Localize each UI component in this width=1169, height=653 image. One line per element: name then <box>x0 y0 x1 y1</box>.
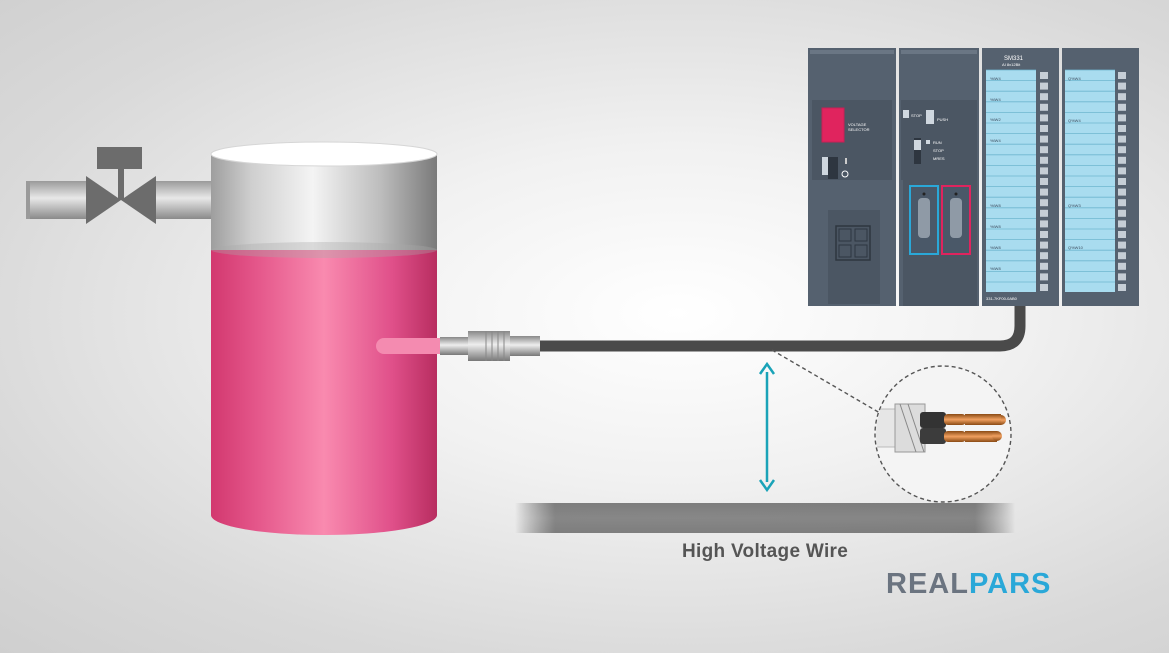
valve-icon <box>26 147 212 224</box>
status-led <box>1040 241 1048 249</box>
status-led <box>1040 252 1048 260</box>
status-led <box>1040 114 1048 122</box>
status-led <box>1040 262 1048 270</box>
status-led <box>1040 167 1048 175</box>
do-label-4: Q%W10 <box>1068 245 1084 250</box>
ai-module-subtitle: AI 8x12Bit <box>1002 62 1021 67</box>
status-led <box>1118 82 1126 90</box>
status-led <box>1118 262 1126 270</box>
plc-rack-icon: VOLTAGE SELECTOR STOP PUSH RUN <box>808 48 1139 306</box>
stop-label: STOP <box>911 113 922 118</box>
brand-part-1: REAL <box>886 568 969 600</box>
ai-channel-3: %IW2 <box>990 117 1001 122</box>
ai-channel-7: %IW8 <box>990 245 1001 250</box>
power-supply-module: VOLTAGE SELECTOR <box>808 48 896 306</box>
ai-part-number: 331-7KF00-0AB0 <box>986 296 1018 301</box>
status-led <box>1040 273 1048 281</box>
status-led <box>1118 72 1126 79</box>
status-led <box>1040 231 1048 238</box>
high-voltage-wire <box>515 503 1015 533</box>
ai-channel-4: %IW4 <box>990 138 1001 143</box>
status-led <box>1118 103 1126 111</box>
run-label: RUN <box>933 140 942 145</box>
ai-channel-1: %IW4 <box>990 76 1001 81</box>
ai-channel-6: %IW8 <box>990 224 1001 229</box>
signal-cable <box>540 302 1026 352</box>
do-label-3: Q%W3 <box>1068 203 1081 208</box>
status-led <box>1118 93 1126 101</box>
cable-cross-section-icon <box>771 349 1012 503</box>
voltage-label: VOLTAGE <box>848 122 867 127</box>
realpars-logo: REALPARS <box>886 568 1051 601</box>
status-led <box>1118 252 1126 260</box>
ai-channel-5: %IW8 <box>990 203 1001 208</box>
status-led <box>1118 273 1126 281</box>
digital-output-module: Q%W4 Q%W4 Q%W3 Q%W10 <box>1062 48 1139 306</box>
status-led <box>1040 103 1048 111</box>
ai-module-title: SM331 <box>1004 56 1024 62</box>
cpu-module: STOP PUSH RUN STOP MRES <box>899 48 979 306</box>
selector-label: SELECTOR <box>848 127 870 132</box>
status-led <box>1040 93 1048 101</box>
status-led <box>1040 156 1048 164</box>
status-led <box>1040 135 1048 143</box>
status-led <box>1040 125 1048 132</box>
status-led <box>1040 146 1048 154</box>
status-led <box>1118 178 1126 185</box>
status-led <box>1040 199 1048 207</box>
sensor-probe-icon <box>376 331 540 361</box>
status-led <box>1040 188 1048 196</box>
status-led <box>1118 167 1126 175</box>
status-led <box>1040 220 1048 228</box>
do-label-2: Q%W4 <box>1068 118 1081 123</box>
status-led <box>1118 284 1126 291</box>
status-led <box>1040 178 1048 185</box>
high-voltage-wire-label: High Voltage Wire <box>682 541 849 562</box>
mres-label: MRES <box>933 156 945 161</box>
distance-arrow-icon <box>758 361 776 493</box>
status-led <box>1118 241 1126 249</box>
brand-part-2: PARS <box>968 568 1052 600</box>
status-led <box>1040 209 1048 217</box>
tank-icon <box>210 141 438 535</box>
ai-channel-2: %IW4 <box>990 97 1001 102</box>
status-led <box>1118 231 1126 238</box>
status-led <box>1118 220 1126 228</box>
status-led <box>1118 125 1126 132</box>
status-led <box>1118 146 1126 154</box>
do-label-1: Q%W4 <box>1068 76 1081 81</box>
status-led <box>1118 188 1126 196</box>
status-led <box>1118 114 1126 122</box>
status-led <box>1118 135 1126 143</box>
ai-channel-8: %IW8 <box>990 266 1001 271</box>
stop2-label: STOP <box>933 148 944 153</box>
analog-input-module: SM331 AI 8x12Bit 331-7KF00-0AB0 %IW4 %IW… <box>982 48 1059 306</box>
status-led <box>1040 82 1048 90</box>
status-led <box>1118 199 1126 207</box>
status-led <box>1118 209 1126 217</box>
status-led <box>1040 72 1048 79</box>
status-led <box>1040 284 1048 291</box>
push-label: PUSH <box>937 117 948 122</box>
status-led <box>1118 156 1126 164</box>
